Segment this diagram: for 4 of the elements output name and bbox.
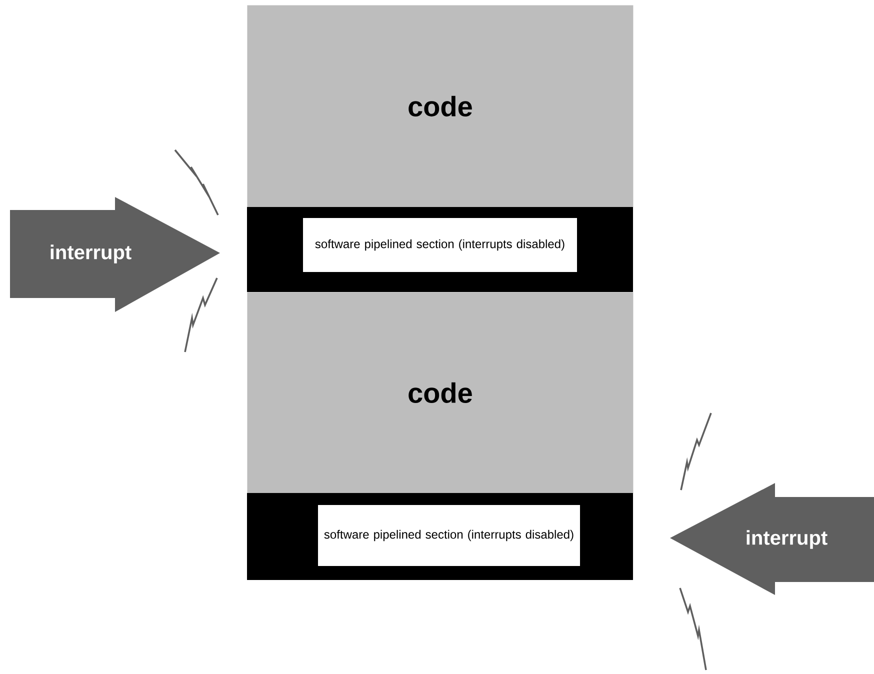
code-block: code [247,292,634,494]
pipelined-section-band: software pipelined section (interrupts disabled) [247,207,633,292]
pipelined-section-band: software pipelined section (interrupts disabled) [247,493,633,580]
code-block: code [247,5,634,208]
